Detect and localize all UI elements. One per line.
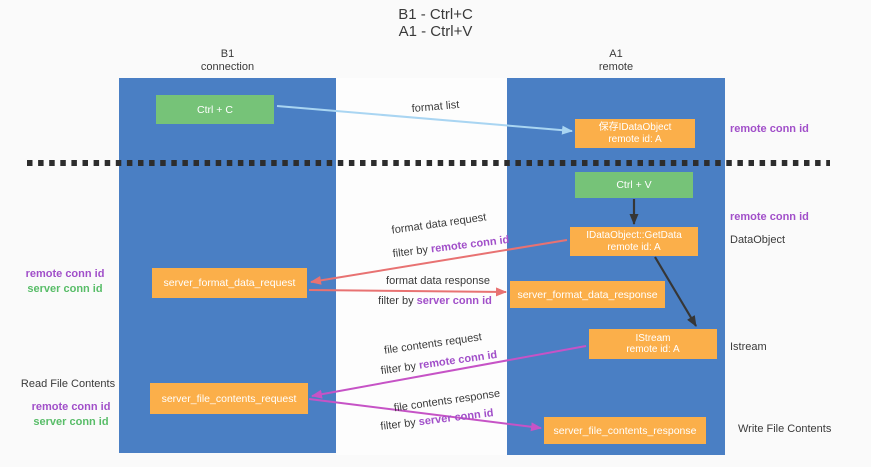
remote-conn-id-label-top-right: remote conn id bbox=[730, 123, 809, 135]
istream-line2: remote id: A bbox=[626, 344, 680, 355]
remote-conn-id-label-mid-right: remote conn id bbox=[730, 211, 809, 223]
conn-id-pair-left-2: remote conn id server conn id bbox=[26, 400, 116, 430]
saved-idataobject-line2: remote id: A bbox=[608, 133, 662, 145]
file-contents-response-arrow bbox=[308, 398, 542, 432]
istream-line1: IStream bbox=[635, 332, 671, 344]
ctrl-v-box: Ctrl + V bbox=[575, 172, 693, 198]
format-data-response-arrow bbox=[308, 287, 507, 297]
istream-side-label: Istream bbox=[730, 341, 767, 353]
format-data-response-arrow-label: format data response bbox=[386, 275, 490, 287]
lane-header-a1-remote: A1 remote bbox=[507, 48, 725, 74]
file-request-label: server_file_contents_request bbox=[161, 392, 297, 405]
format-data-request-arrow bbox=[310, 239, 568, 285]
file-response-label: server_file_contents_response bbox=[553, 424, 697, 437]
format-request-label: server_format_data_request bbox=[163, 277, 296, 289]
write-file-contents-label: Write File Contents bbox=[738, 423, 832, 435]
format-list-arrow bbox=[276, 105, 573, 135]
saved-idataobject-box: 保存IDataObject remote id: A bbox=[575, 119, 695, 148]
getdata-line2: remote id: A bbox=[607, 241, 661, 253]
title-line-1: B1 - Ctrl+C bbox=[398, 6, 473, 23]
diagram-title: B1 - Ctrl+C A1 - Ctrl+V bbox=[0, 6, 871, 40]
conn-id-pair-left-1: remote conn id server conn id bbox=[22, 267, 108, 297]
filter-by-prefix: filter by bbox=[378, 295, 417, 307]
filter-by-server-conn-id-label-1: filter by server conn id bbox=[376, 295, 494, 307]
istream-box: IStream remote id: A bbox=[589, 329, 717, 359]
title-line-2: A1 - Ctrl+V bbox=[398, 23, 473, 40]
saved-idataobject-line1: 保存IDataObject bbox=[598, 122, 672, 133]
getdata-line1: IDataObject::GetData bbox=[586, 230, 682, 241]
remote-conn-id-label-left-1: remote conn id bbox=[25, 268, 105, 280]
getdata-to-istream-arrow bbox=[654, 256, 697, 327]
format-response-label: server_format_data_response bbox=[517, 288, 658, 301]
lane-gap-background bbox=[336, 78, 507, 455]
lane-b1-role: connection bbox=[200, 61, 255, 73]
lane-a1-role: remote bbox=[598, 61, 634, 73]
server-conn-id-label-left-2: server conn id bbox=[33, 416, 109, 428]
lane-b1-name: B1 bbox=[220, 48, 235, 60]
server-file-contents-response-box: server_file_contents_response bbox=[544, 417, 706, 444]
ctrl-v-label: Ctrl + V bbox=[616, 179, 652, 191]
lane-a1-name: A1 bbox=[609, 48, 623, 60]
server-conn-id-label-left-1: server conn id bbox=[27, 283, 103, 295]
remote-conn-id-label-left-2: remote conn id bbox=[31, 401, 111, 413]
server-file-contents-request-box: server_file_contents_request bbox=[150, 383, 308, 414]
lane-header-b1-connection: B1 connection bbox=[119, 48, 336, 74]
file-contents-request-arrow bbox=[311, 345, 587, 399]
dataobject-label: DataObject bbox=[730, 234, 786, 246]
read-file-contents-label: Read File Contents bbox=[20, 378, 116, 390]
server-format-data-response-box: server_format_data_response bbox=[510, 281, 665, 308]
server-format-data-request-box: server_format_data_request bbox=[152, 268, 307, 298]
idataobject-getdata-box: IDataObject::GetData remote id: A bbox=[570, 227, 698, 256]
server-conn-id-highlight: server conn id bbox=[416, 295, 492, 307]
ctrl-c-label: Ctrl + C bbox=[197, 103, 233, 116]
ctrl-c-box: Ctrl + C bbox=[156, 95, 274, 124]
